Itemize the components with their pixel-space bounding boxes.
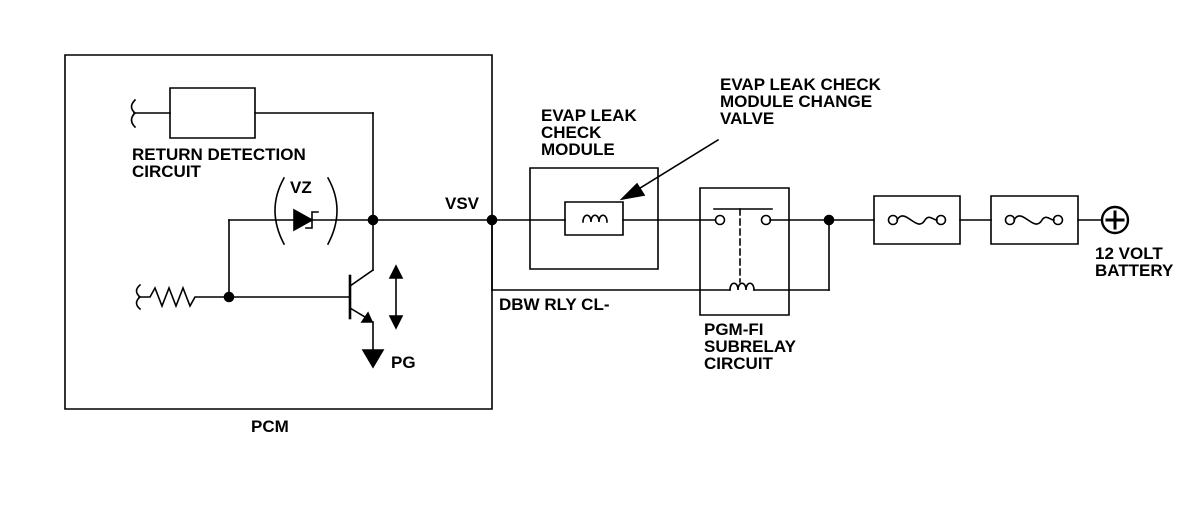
pgm-fi-subrelay — [700, 188, 874, 315]
junction-dot — [369, 216, 378, 225]
subrelay-label: PGM-FI SUBRELAY CIRCUIT — [704, 320, 796, 373]
junction-dot — [825, 216, 834, 225]
evap-module-label: EVAP LEAK CHECK MODULE — [541, 106, 637, 159]
evap-leak-check-module — [530, 168, 715, 269]
zener-diode-vz — [229, 178, 490, 297]
pcm-label: PCM — [251, 417, 289, 436]
ground-arrow-pg — [361, 349, 385, 369]
fuse-2 — [991, 196, 1102, 244]
vz-label: VZ — [290, 178, 312, 197]
evap-valve-label: EVAP LEAK CHECK MODULE CHANGE VALVE — [720, 75, 881, 128]
dbw-relay-label: DBW RLY CL- — [499, 295, 610, 314]
fuse-1 — [874, 196, 991, 244]
input-resistor — [137, 285, 351, 309]
return-detection-circuit — [132, 88, 374, 220]
pg-label: PG — [391, 353, 416, 372]
battery-label: 12 VOLT BATTERY — [1095, 244, 1174, 280]
battery-plus-icon — [1102, 207, 1128, 233]
valve-pointer-arrow — [619, 140, 718, 201]
return-detection-label: RETURN DETECTION CIRCUIT — [132, 145, 306, 181]
up-down-arrow — [388, 264, 404, 330]
vsv-label: VSV — [445, 194, 480, 213]
transistor — [350, 220, 385, 369]
junction-dot — [225, 293, 234, 302]
